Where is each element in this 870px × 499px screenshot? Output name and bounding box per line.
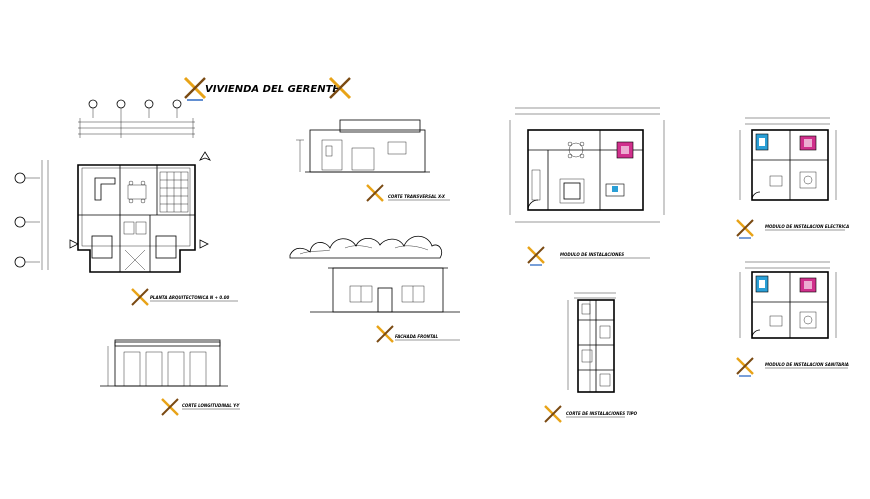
logo-mark-longitudinal xyxy=(161,398,179,416)
caption-modulo-electrico: MODULO DE INSTALACION ELECTRICA xyxy=(765,224,849,229)
logo-mark-floor-plan xyxy=(131,288,149,306)
caption-corte-instalaciones: CORTE DE INSTALACIONES TIPO xyxy=(566,411,638,416)
caption-modulo-instalaciones: MODULO DE INSTALACIONES xyxy=(560,252,624,257)
grid-axis-bubbles xyxy=(88,99,182,118)
logo-mark-title-left xyxy=(183,76,207,101)
top-dimension-lines xyxy=(78,118,195,138)
kitchen-tile-pattern xyxy=(159,171,189,213)
caption-modulo-sanitario: MODULO DE INSTALACION SANITARIA xyxy=(765,362,849,367)
sanitary-module-drawing xyxy=(739,261,837,339)
electrical-module-drawing xyxy=(739,117,837,201)
logo-mark-installations xyxy=(527,246,545,266)
caption-fachada-frontal: FACHADA FRONTAL xyxy=(395,334,438,339)
logo-mark-facade xyxy=(376,325,394,343)
tree-canopy-outline xyxy=(289,235,443,259)
caption-planta-arquitectonica: PLANTA ARQUITECTONICA N + 0.00 xyxy=(150,295,229,300)
longitudinal-section-drawing xyxy=(100,339,228,387)
sheet-title: VIVIENDA DEL GERENTE xyxy=(205,84,339,95)
caption-corte-longitudinal: CORTE LONGITUDINAL Y-Y xyxy=(182,403,240,408)
logo-mark-installations-section xyxy=(544,405,562,423)
logo-mark-electrical xyxy=(736,219,754,239)
front-facade-drawing xyxy=(289,235,460,313)
floor-plan-drawing xyxy=(14,99,211,273)
installations-module-drawing xyxy=(509,107,665,223)
installations-section-drawing xyxy=(567,292,616,393)
logo-mark-sanitary xyxy=(736,357,754,377)
caption-corte-transversal: CORTE TRANSVERSAL X-X xyxy=(388,194,446,199)
cross-section-drawing xyxy=(296,119,430,173)
logo-mark-cross-section xyxy=(366,184,384,202)
row-axis-bubbles xyxy=(14,160,49,270)
logo-mark-title-right xyxy=(328,76,352,100)
